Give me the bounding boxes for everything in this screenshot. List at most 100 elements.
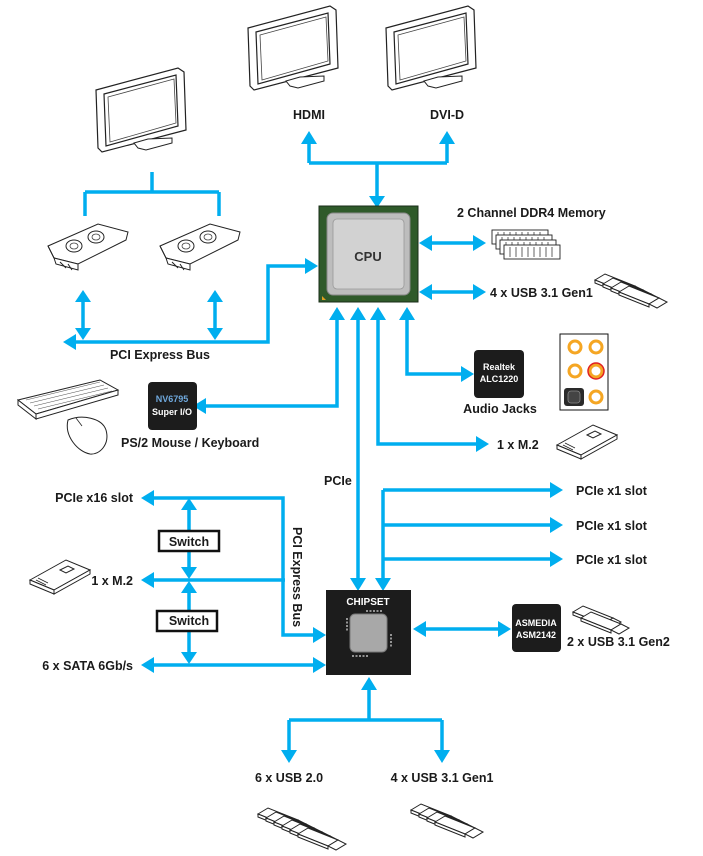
arrowhead-x1-2 (550, 517, 563, 533)
superio-line2: Super I/O (152, 407, 192, 417)
asmedia-chip: ASMEDIA ASM2142 (512, 604, 561, 652)
arrowhead-gpu2-up (207, 290, 223, 302)
usb-chipset-lines (287, 688, 444, 752)
m2-cpu-label: 1 x M.2 (497, 438, 539, 452)
usb31-cpu-label: 4 x USB 3.1 Gen1 (490, 286, 593, 300)
pcie-x1-slot-label: PCIe x1 slot (576, 553, 648, 567)
arrowhead-sw2-down (181, 652, 197, 664)
audio-line (405, 318, 463, 376)
usb31-gen2-label: 2 x USB 3.1 Gen2 (567, 635, 670, 649)
arrowhead-sw1-down (181, 567, 197, 579)
usb-stick-icon (594, 273, 668, 309)
sata-label: 6 x SATA 6Gb/s (42, 659, 133, 673)
arrowhead-m2-chipset (141, 572, 154, 588)
pci-express-bus-label: PCI Express Bus (110, 348, 210, 362)
usb-stick-icon (257, 807, 347, 851)
arrowhead-cpu-superio (329, 307, 345, 320)
audio-codec-chip: Realtek ALC1220 (474, 350, 524, 398)
arrowhead-asm-right (498, 621, 511, 637)
switch-box-1: Switch (157, 529, 221, 553)
arrowhead-gpu2-down (207, 328, 223, 340)
switch-label: Switch (169, 614, 209, 628)
arrowhead-gpu1-up (75, 290, 91, 302)
pcie-uplink-label: PCIe (324, 474, 352, 488)
pci-express-bus-vertical-label: PCI Express Bus (290, 527, 304, 627)
arrowhead-chipset-pcie-uplink (350, 578, 366, 591)
cpu-chip: CPU (318, 205, 419, 303)
pcie-x16-label: PCIe x16 slot (55, 491, 134, 505)
arrowhead-usbcpu-right (473, 284, 486, 300)
m2-card-icon (556, 424, 618, 460)
asmedia-line2: ASM2142 (516, 630, 556, 640)
arrowhead-x1-3 (550, 551, 563, 567)
switch-label: Switch (169, 535, 209, 549)
dvid-label: DVI-D (430, 108, 464, 122)
m2-cpu-line (376, 318, 478, 446)
audio-codec-line2: ALC1220 (480, 374, 519, 384)
audio-jacks-icon (559, 333, 609, 411)
arrowhead-cpu-audio (399, 307, 415, 320)
ps2-label: PS/2 Mouse / Keyboard (121, 436, 259, 450)
memory-label: 2 Channel DDR4 Memory (457, 206, 606, 220)
arrowhead-cpu-pcie (305, 258, 318, 274)
keyboard-icon (16, 379, 120, 421)
audio-jacks-label: Audio Jacks (463, 402, 537, 416)
audio-codec-line1: Realtek (483, 362, 516, 372)
arrowhead-hdmi (301, 131, 317, 144)
usb-stick-icon (410, 803, 484, 839)
arrowhead-asm-left (413, 621, 426, 637)
memory-module-icon (491, 229, 561, 260)
asmedia-line1: ASMEDIA (515, 618, 557, 628)
arrowhead-chipset-x1 (375, 578, 391, 591)
hdmi-label: HDMI (293, 108, 325, 122)
gpu-monitor-connector (83, 172, 221, 216)
arrowhead-superio (193, 398, 206, 414)
arrowhead-pcie-bus-left (63, 334, 76, 350)
arrowhead-sw2-up (181, 581, 197, 593)
arrowhead-mem-right (473, 235, 486, 251)
usb31-gen1-label: 4 x USB 3.1 Gen1 (391, 771, 494, 785)
chipset-label: CHIPSET (346, 597, 389, 608)
monitor-icon-gpu (95, 67, 187, 153)
switch-box-2: Switch (155, 609, 219, 633)
gpu-bus-links (81, 300, 217, 332)
arrowhead-usb31 (434, 750, 450, 763)
chipset-chip: CHIPSET (326, 590, 411, 675)
pci-express-bus-line (70, 264, 308, 344)
arrowhead-cpu-m2 (370, 307, 386, 320)
connectors (63, 131, 563, 763)
pcie-x1-slot-label: PCIe x1 slot (576, 519, 648, 533)
graphics-card-icon (159, 223, 241, 271)
arrowhead-mem-left (419, 235, 432, 251)
arrowhead-sata-left (141, 657, 154, 673)
arrowhead-gpu1-down (75, 328, 91, 340)
pcie-x1-lines (381, 488, 552, 578)
arrowhead-x16 (141, 490, 154, 506)
arrowhead-cpu-display (369, 196, 385, 208)
superio-line (203, 318, 339, 408)
arrowhead-usbcpu-left (419, 284, 432, 300)
usb-stick-icon (572, 605, 630, 635)
arrowhead-chipset-x16 (313, 627, 326, 643)
arrowhead-usb20 (281, 750, 297, 763)
arrowhead-sw1-up (181, 498, 197, 510)
arrowhead-sata-right (313, 657, 326, 673)
m2-chipset-label: 1 x M.2 (91, 574, 133, 588)
arrowhead-x1-1 (550, 482, 563, 498)
arrowhead-cpu-pcie-uplink (350, 307, 366, 320)
m2-card-icon (29, 559, 91, 595)
superio-line1: NV6795 (156, 394, 189, 404)
arrowhead-m2-cpu (476, 436, 489, 452)
arrowhead-dvid (439, 131, 455, 144)
usb20-label: 6 x USB 2.0 (255, 771, 323, 785)
arrowhead-chipset-usb (361, 677, 377, 690)
pcie-x1-slot-label: PCIe x1 slot (576, 484, 648, 498)
cpu-label: CPU (354, 249, 381, 264)
superio-chip: NV6795 Super I/O (148, 382, 197, 430)
monitor-icon-dvid (385, 5, 477, 91)
pcie-x16-bus-line (152, 496, 315, 637)
graphics-card-icon (47, 223, 129, 271)
arrowhead-audio (461, 366, 474, 382)
mouse-icon (66, 416, 108, 455)
